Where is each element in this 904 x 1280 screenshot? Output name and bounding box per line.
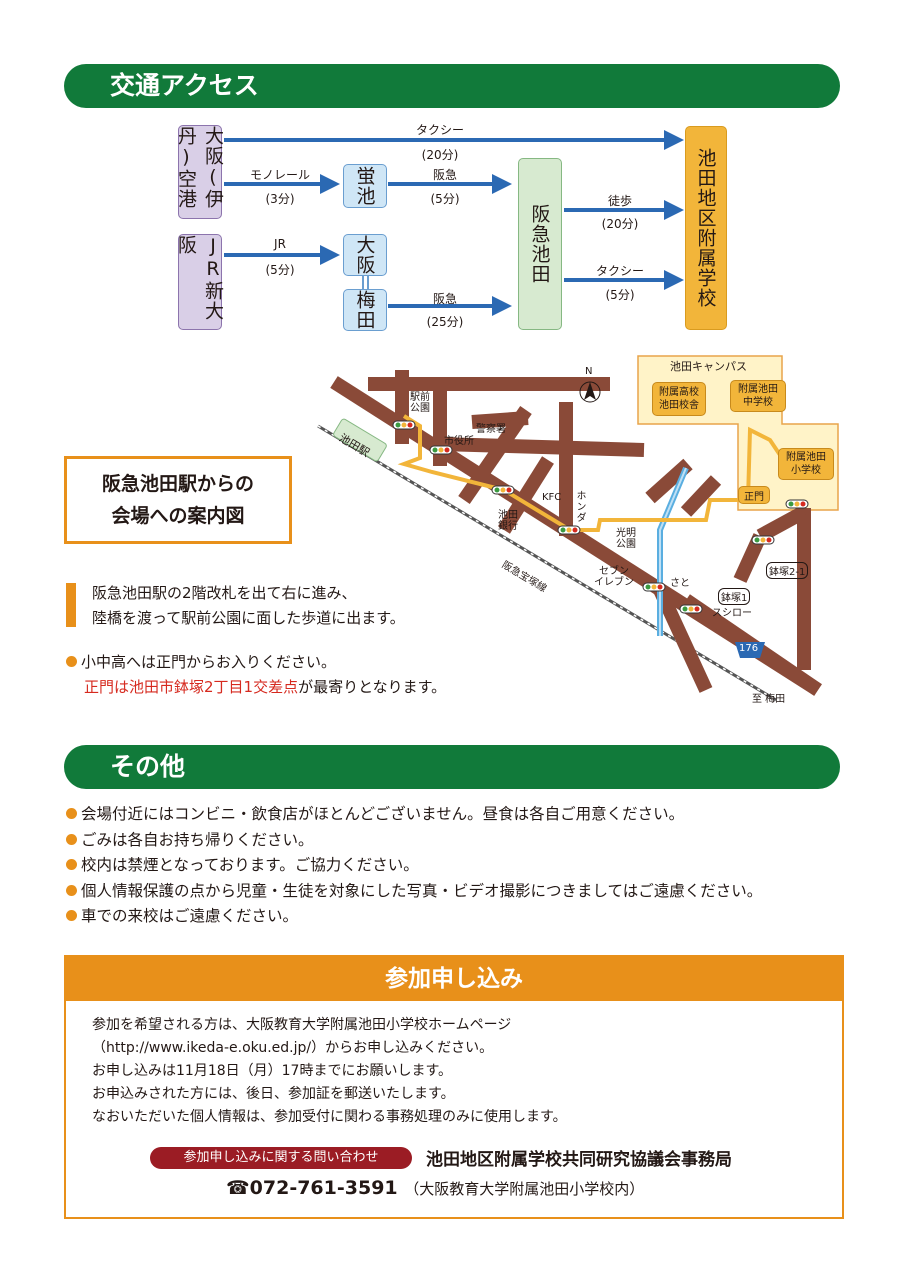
list-item: ごみは各自お持ち帰りください。 xyxy=(66,828,762,854)
high-school-label-2: 池田校舎 xyxy=(659,400,699,411)
junior-high-label-1: 附属池田 xyxy=(738,384,778,395)
elementary-label-2: 小学校 xyxy=(791,465,821,476)
node-school: 池田地区附属学校 xyxy=(685,126,727,330)
guide-title-line1: 阪急池田駅からの xyxy=(101,473,254,495)
label-taxi-top-time: (20分) xyxy=(421,148,459,162)
registration-line: 参加を希望される方は、大阪教育大学附属池田小学校ホームページ xyxy=(92,1017,512,1033)
hachizuka21-label: 鉢塚2-1 xyxy=(766,562,809,579)
contact-label: 参加申し込みに関する問い合わせ xyxy=(150,1147,412,1169)
other-heading: その他 xyxy=(110,752,186,781)
label-hankyu1: 阪急 xyxy=(432,168,457,182)
hachizuka1-label: 鉢塚1 xyxy=(718,588,751,605)
directions-note2-red: 正門は池田市鉢塚2丁目1交差点 xyxy=(84,678,299,696)
registration-line: （http://www.ikeda-e.oku.ed.jp/）からお申し込みくだ… xyxy=(92,1040,494,1056)
directions-line2: 陸橋を渡って駅前公園に面した歩道に出ます。 xyxy=(92,609,405,627)
list-item: 会場付近にはコンビニ・飲食店がほとんどございません。昼食は各自ご用意ください。 xyxy=(66,802,762,828)
label-hankyu1-time: (5分) xyxy=(430,192,460,206)
access-arrows xyxy=(224,130,684,316)
registration-heading: 参加申し込み xyxy=(66,957,842,1001)
bullet-icon xyxy=(66,833,77,845)
phone-value: ☎072-761-3591 xyxy=(226,1177,398,1199)
walking-route xyxy=(397,414,784,532)
directions-line1: 阪急池田駅の2階改札を出て右に進み、 xyxy=(92,584,357,602)
city-hall-label: 市役所 xyxy=(444,436,474,447)
traffic-lights xyxy=(392,420,809,614)
registration-line: お申し込みは11月18日（月）17時までにお願いします。 xyxy=(92,1063,453,1079)
label-jr-time: (5分) xyxy=(265,263,295,277)
north-arrow-icon xyxy=(579,381,601,403)
bank-label: 池田銀行 xyxy=(498,510,518,532)
label-taxi2: タクシー xyxy=(595,264,644,278)
node-jr-shin-osaka: JR新大阪 xyxy=(175,234,224,330)
other-heading-bar: その他 xyxy=(64,745,840,789)
police-label: 警察署 xyxy=(476,424,506,435)
phone-number: ☎072-761-3591 （大阪教育大学附属池田小学校内） xyxy=(226,1177,644,1199)
building-high-school: 附属高校 池田校舎 xyxy=(652,382,706,416)
label-monorail-time: (3分) xyxy=(265,192,295,206)
node-hankyu-ikeda: 阪急池田 xyxy=(518,158,562,330)
map-guide-title: 阪急池田駅からの 会場への案内図 xyxy=(64,456,292,544)
directions-note2: 正門は池田市鉢塚2丁目1交差点が最寄りとなります。 xyxy=(84,676,446,697)
label-walk: 徒歩 xyxy=(607,194,632,208)
building-elementary: 附属池田 小学校 xyxy=(778,448,834,480)
node-osaka: 大阪 xyxy=(343,234,387,276)
directions-note1: 小中高へは正門からお入りください。 xyxy=(66,651,336,672)
koumei-park-label: 光明公園 xyxy=(616,528,636,550)
to-umeda-label: 至 梅田 xyxy=(752,694,786,705)
label-monorail: モノレール xyxy=(249,168,310,182)
list-item: 車での来校はご遠慮ください。 xyxy=(66,904,762,930)
junior-high-label-2: 中学校 xyxy=(743,397,773,408)
node-umeda: 梅田 xyxy=(343,289,387,331)
label-walk-time: (20分) xyxy=(601,217,639,231)
bullet-icon xyxy=(66,808,77,819)
label-taxi2-time: (5分) xyxy=(605,288,635,302)
label-hankyu2-time: (25分) xyxy=(426,315,464,329)
phone-note: （大阪教育大学附属池田小学校内） xyxy=(404,1180,645,1198)
organization-name: 池田地区附属学校共同研究協議会事務局 xyxy=(426,1150,732,1170)
station-box xyxy=(333,418,387,462)
seven-eleven-label: セブンイレブン xyxy=(594,566,634,588)
sato-label: さと xyxy=(670,578,690,589)
roads xyxy=(330,370,822,696)
elementary-label-1: 附属池田 xyxy=(786,452,826,463)
list-item: 校内は禁煙となっております。ご協力ください。 xyxy=(66,853,762,879)
label-taxi-top: タクシー xyxy=(415,123,464,137)
label-hankyu2: 阪急 xyxy=(432,292,457,306)
registration-line: なおいただいた個人情報は、参加受付に関わる事務処理のみに使用します。 xyxy=(92,1109,567,1125)
campus-label: 池田キャンパス xyxy=(670,360,747,373)
route-176-label: 176 xyxy=(739,643,759,654)
route-176-shield xyxy=(735,642,765,658)
label-jr: JR xyxy=(274,237,286,251)
high-school-label-1: 附属高校 xyxy=(659,387,699,398)
other-list: 会場付近にはコンビニ・飲食店がほとんどございません。昼食は各自ご用意ください。 … xyxy=(66,802,762,930)
seimon-gate: 正門 xyxy=(738,486,770,504)
access-heading-bar: 交通アクセス xyxy=(64,64,840,108)
ekimae-label: 駅前公園 xyxy=(410,392,430,414)
sushiro-label: スシロー xyxy=(712,608,752,619)
registration-line: お申込みされた方には、後日、参加証を郵送いたします。 xyxy=(92,1086,455,1102)
bullet-icon xyxy=(66,859,77,870)
bullet-icon xyxy=(66,656,77,667)
directions-note2-rest: が最寄りとなります。 xyxy=(298,678,447,696)
node-hotarugaike: 蛍池 xyxy=(343,164,387,208)
access-heading: 交通アクセス xyxy=(110,71,259,100)
honda-label: ホンダ xyxy=(574,490,585,523)
registration-box: 参加申し込み 参加を希望される方は、大阪教育大学附属池田小学校ホームページ （h… xyxy=(64,955,844,1219)
list-item: 個人情報保護の点から児童・生徒を対象にした写真・ビデオ撮影につきましてはご遠慮く… xyxy=(66,879,762,905)
building-junior-high: 附属池田 中学校 xyxy=(730,380,786,412)
directions-accent-bar xyxy=(66,583,76,627)
guide-title-line2: 会場への案内図 xyxy=(111,505,245,527)
bullet-icon xyxy=(66,910,77,921)
registration-body: 参加を希望される方は、大阪教育大学附属池田小学校ホームページ （http://w… xyxy=(92,1014,567,1129)
north-label: N xyxy=(585,366,593,377)
kfc-label: KFC xyxy=(542,492,562,503)
bullet-icon xyxy=(66,884,77,896)
node-airport: 大阪(伊丹)空港 xyxy=(175,125,224,219)
